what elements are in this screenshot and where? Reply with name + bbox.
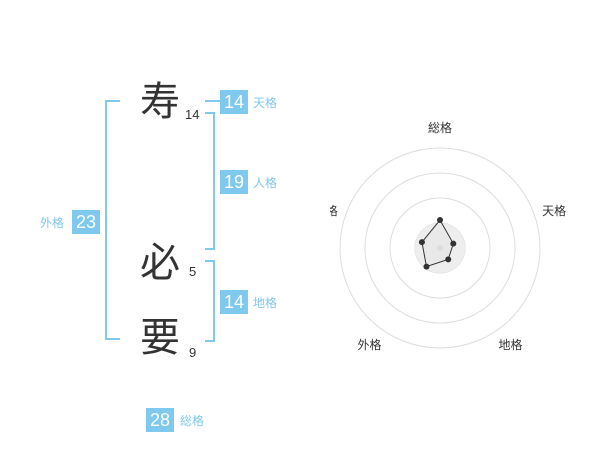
radar-axis-label-4: 人格 (330, 203, 338, 218)
gaikaku-label: 外格 (40, 216, 65, 230)
radar-point-4 (418, 239, 425, 246)
jinkaku-label: 人格 (253, 176, 278, 190)
radar-axis-label-2: 地格 (499, 337, 523, 352)
chikaku-label: 地格 (253, 296, 278, 310)
name-char-3: 要 (140, 315, 180, 361)
chikaku-badge: 14 (220, 290, 248, 314)
gaikaku-bracket-vertical (105, 100, 107, 340)
soukaku-badge: 28 (146, 408, 174, 432)
stroke-count-1: 14 (185, 107, 200, 122)
radar-series-shape (421, 219, 454, 268)
gaikaku-bracket-bottom (105, 338, 120, 340)
tenkaku-badge: 14 (220, 90, 248, 114)
stroke-count-3: 9 (189, 345, 197, 360)
tenkaku-tick (205, 100, 220, 102)
tenkaku-label: 天格 (253, 96, 278, 110)
stroke-count-2: 5 (189, 264, 197, 279)
jinkaku-bracket-vertical (213, 112, 215, 250)
chikaku-bracket-vertical (213, 260, 215, 342)
radar-point-0 (437, 217, 443, 223)
radar-axis-label-0: 総格 (428, 120, 452, 135)
gaikaku-badge: 23 (72, 210, 100, 234)
radar-point-1 (450, 240, 457, 247)
gaikaku-bracket-top (105, 100, 120, 102)
jinkaku-bracket-top (205, 112, 215, 114)
radar-ring (364, 172, 516, 324)
chikaku-bracket-top (205, 260, 215, 262)
jinkaku-badge: 19 (220, 170, 248, 194)
name-char-2: 必 (140, 240, 180, 286)
radar-axis-label-1: 天格 (542, 203, 566, 218)
chikaku-bracket-bottom (205, 340, 215, 342)
radar-ring (339, 147, 541, 349)
radar-ring (389, 197, 491, 299)
name-char-1: 寿 (140, 79, 180, 125)
soukaku-label: 総格 (180, 414, 205, 428)
jinkaku-bracket-bottom (205, 248, 215, 250)
radar-point-3 (423, 263, 430, 270)
radar-axis-label-3: 外格 (357, 337, 381, 352)
radar-point-2 (445, 256, 452, 263)
